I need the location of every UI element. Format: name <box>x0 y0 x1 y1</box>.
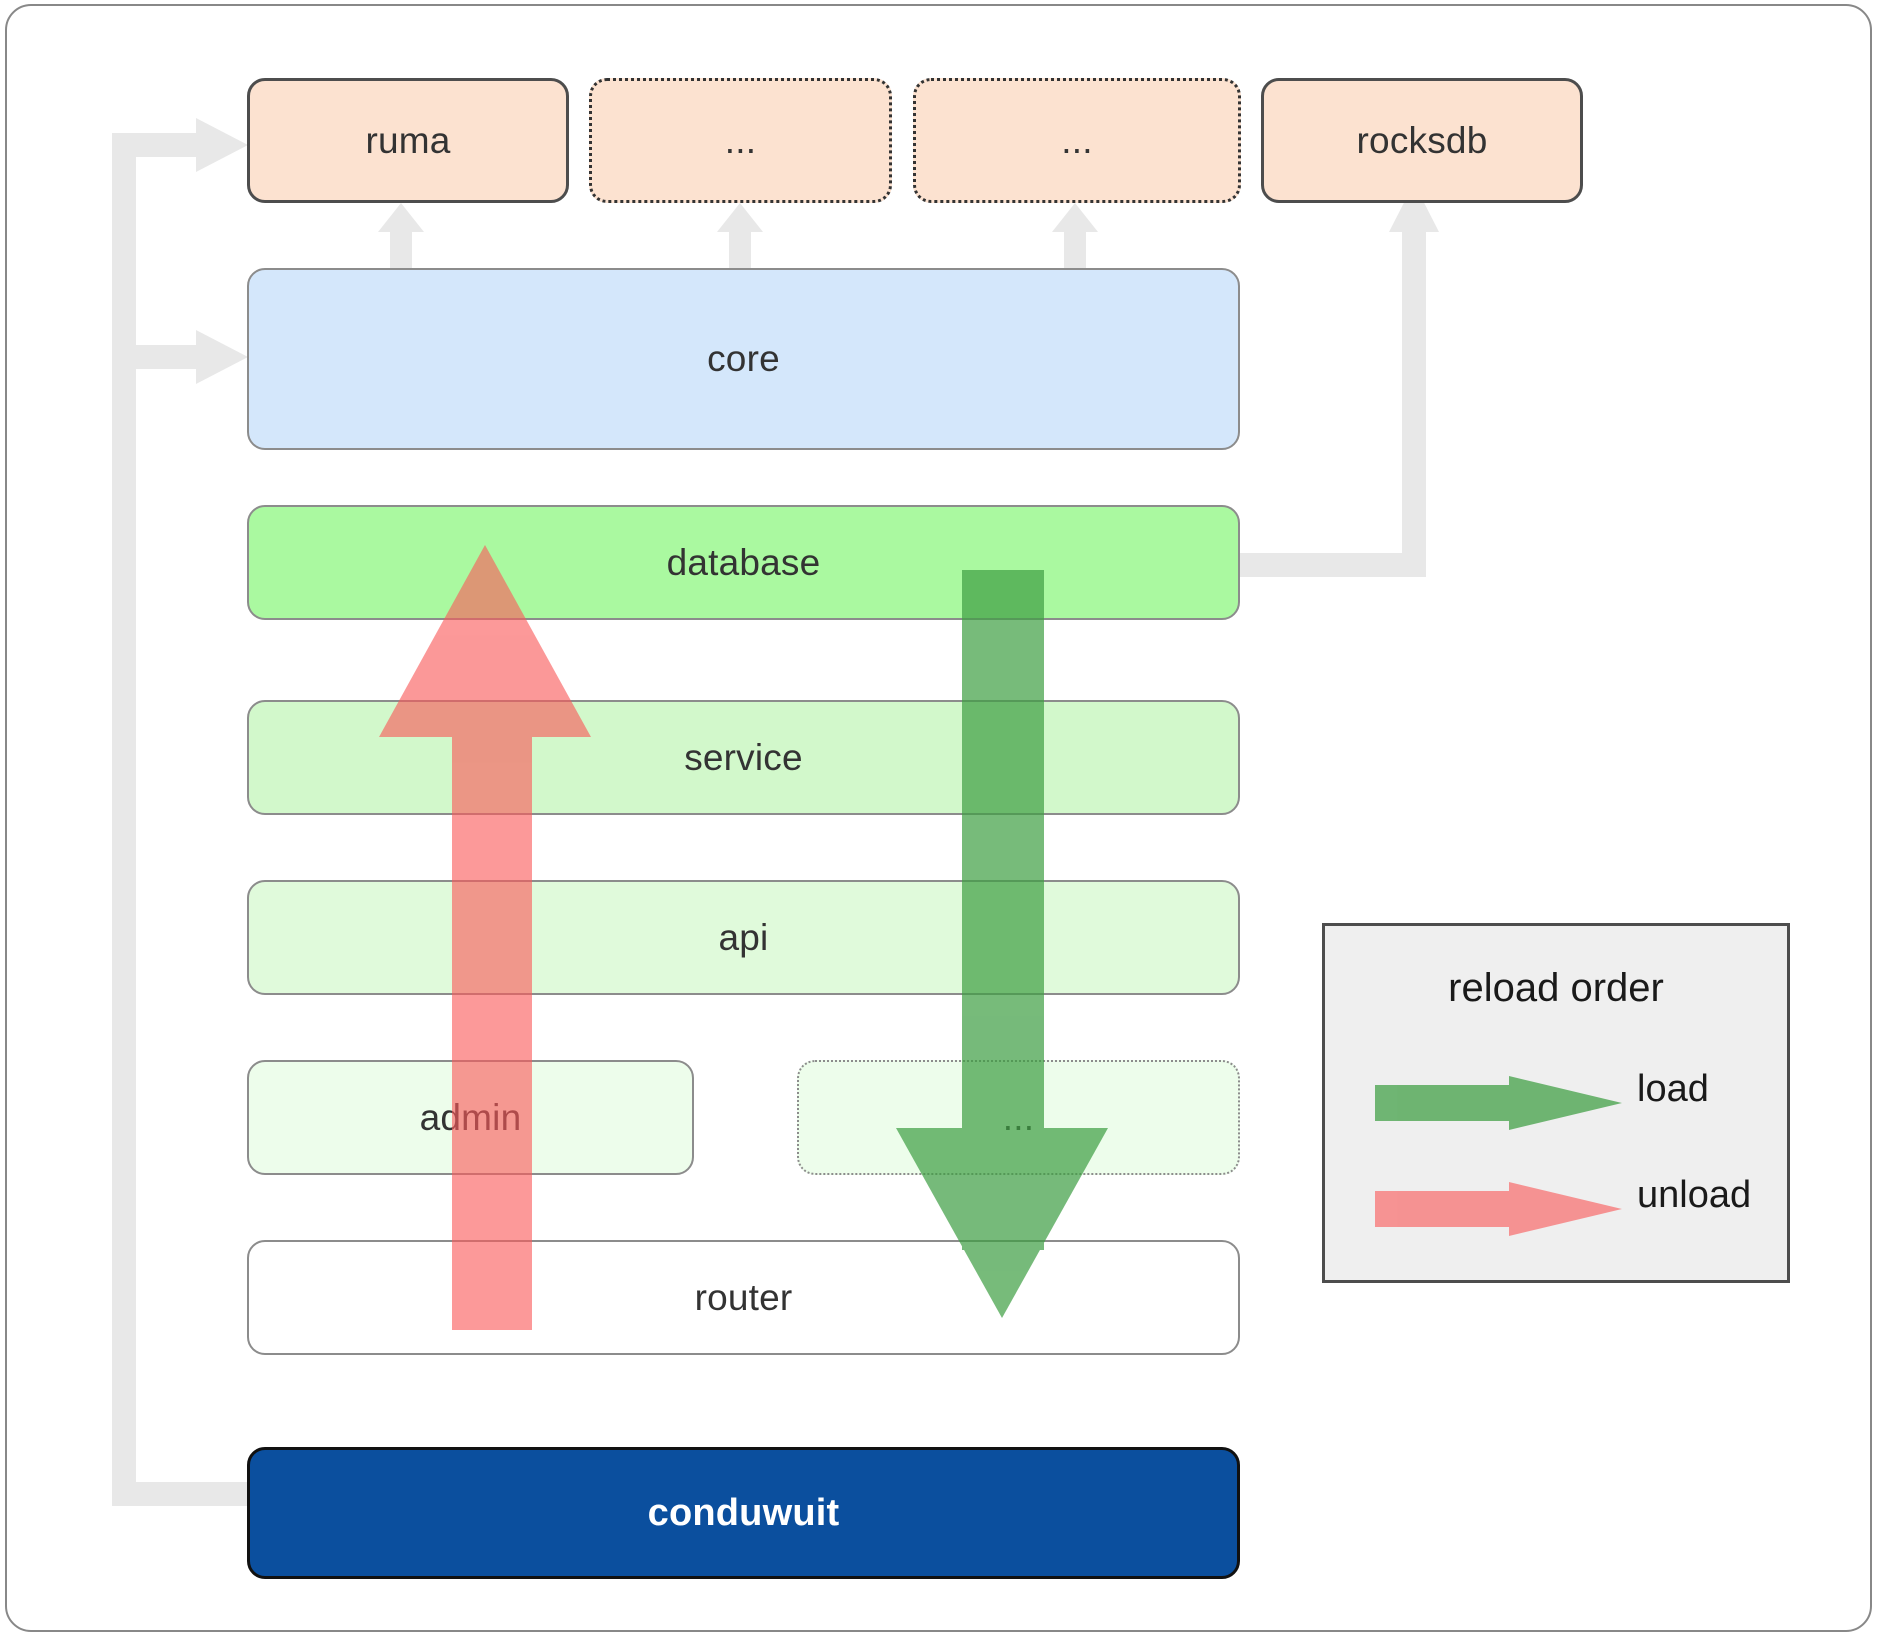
dependency-box-ruma[interactable]: ruma <box>247 78 569 203</box>
layer-box-api[interactable]: api <box>247 880 1240 995</box>
legend-panel: reload order load unload <box>1322 923 1790 1283</box>
legend-row-load: load <box>1325 1060 1787 1146</box>
dependency-box-placeholder-1[interactable]: ... <box>589 78 892 203</box>
layer-label: api <box>718 916 769 958</box>
dependency-box-placeholder-2[interactable]: ... <box>913 78 1241 203</box>
legend-label-load: load <box>1637 1068 1709 1110</box>
layer-label: database <box>666 541 821 583</box>
legend-row-unload: unload <box>1325 1166 1787 1252</box>
layer-label: admin <box>419 1096 522 1138</box>
core-box[interactable]: core <box>247 268 1240 450</box>
dependency-label: ruma <box>365 119 451 161</box>
legend-unload-arrow-icon <box>1375 1182 1622 1236</box>
dependency-label: rocksdb <box>1356 119 1488 161</box>
binary-box-conduwuit[interactable]: conduwuit <box>247 1447 1240 1579</box>
dependency-label: ... <box>724 119 757 161</box>
core-label: core <box>707 338 780 379</box>
layer-box-placeholder[interactable]: ... <box>797 1060 1240 1175</box>
layer-label: ... <box>1002 1096 1035 1138</box>
binary-label: conduwuit <box>647 1491 840 1534</box>
layer-box-admin[interactable]: admin <box>247 1060 694 1175</box>
diagram-frame <box>5 4 1872 1632</box>
layer-label: router <box>694 1276 793 1318</box>
legend-title: reload order <box>1448 966 1664 1010</box>
dependency-box-rocksdb[interactable]: rocksdb <box>1261 78 1583 203</box>
layer-box-database[interactable]: database <box>247 505 1240 620</box>
legend-load-arrow-icon <box>1375 1076 1622 1130</box>
layer-box-router[interactable]: router <box>247 1240 1240 1355</box>
legend-label-unload: unload <box>1637 1174 1752 1216</box>
layer-box-service[interactable]: service <box>247 700 1240 815</box>
dependency-label: ... <box>1061 119 1093 161</box>
layer-label: service <box>684 736 803 778</box>
